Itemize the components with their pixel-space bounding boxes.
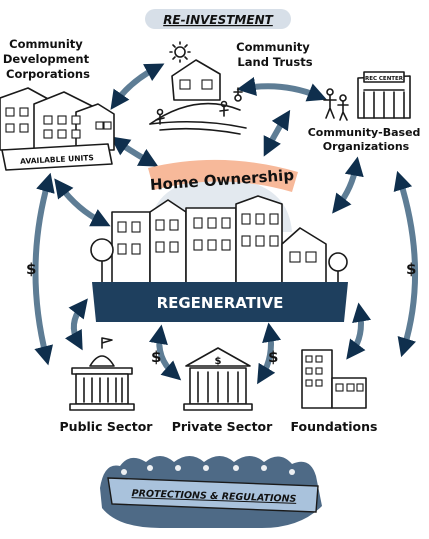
- node-public-sector: Public Sector: [60, 337, 154, 434]
- cbo-label: Community-Based Organizations: [308, 126, 425, 153]
- tree-icon: [90, 238, 348, 285]
- reinvestment-label: RE-INVESTMENT: [163, 13, 273, 27]
- clt-label: Community Land Trusts: [236, 40, 314, 69]
- bank-dollar: $: [215, 356, 222, 367]
- apartment-block-icon: [0, 87, 115, 153]
- arrow-clt-cbo: [236, 76, 327, 102]
- available-units-sign: AVAILABLE UNITS: [1, 143, 113, 171]
- node-cbo: REC CENTER Community-Based Organizations: [308, 71, 425, 153]
- capitol-icon: [69, 337, 135, 411]
- arrow-cdc-center: [110, 136, 159, 167]
- office-buildings-icon: [301, 349, 367, 409]
- protections-banner: PROTECTIONS & REGULATIONS: [100, 456, 322, 528]
- arrow-public-center: [64, 298, 88, 351]
- node-foundations: Foundations: [291, 349, 378, 434]
- city-buildings-icon: [111, 195, 327, 285]
- public-sector-label: Public Sector: [60, 419, 154, 434]
- private-sector-label: Private Sector: [172, 419, 273, 434]
- sun-icon: [169, 41, 191, 63]
- regenerative-bar: REGENERATIVE: [92, 282, 348, 322]
- arrow-private-center-right: [257, 322, 282, 385]
- dollar-right: $: [406, 260, 416, 278]
- dollar-private-right: $: [268, 348, 278, 366]
- bank-icon: $: [183, 347, 253, 411]
- reinvestment-banner: RE-INVESTMENT: [145, 9, 291, 29]
- dollar-private-left: $: [151, 348, 161, 366]
- home-ownership-banner: Home Ownership: [148, 159, 298, 194]
- arrow-foundations-center: [346, 302, 372, 360]
- center-hub: Home Ownership REGENERATIVE: [90, 159, 348, 322]
- arrow-private-center-left: [148, 324, 182, 381]
- arrow-right-loop: [393, 170, 419, 358]
- available-units-label: AVAILABLE UNITS: [20, 153, 94, 166]
- arrow-left-loop: [32, 172, 55, 366]
- cdc-label: Community Development Corporations: [3, 37, 93, 81]
- node-cdc: Community Development Corporations AVAIL…: [0, 37, 115, 171]
- dollar-left: $: [26, 260, 36, 278]
- arrow-cbo-center: [332, 156, 364, 214]
- node-private-sector: $ Private Sector: [172, 347, 273, 434]
- foundations-label: Foundations: [291, 419, 378, 434]
- regenerative-label: REGENERATIVE: [157, 294, 284, 312]
- arrow-cdc-center-low: [54, 178, 111, 227]
- flow-arrows: [32, 63, 419, 385]
- people-icon: [323, 88, 349, 121]
- rec-center-label: REC CENTER: [365, 76, 404, 82]
- house-on-hill-icon: [149, 59, 247, 135]
- arrow-cdc-clt: [110, 63, 165, 110]
- node-clt: Community Land Trusts: [149, 40, 314, 135]
- rec-center-icon: REC CENTER: [357, 71, 411, 119]
- arrow-clt-center: [263, 109, 291, 157]
